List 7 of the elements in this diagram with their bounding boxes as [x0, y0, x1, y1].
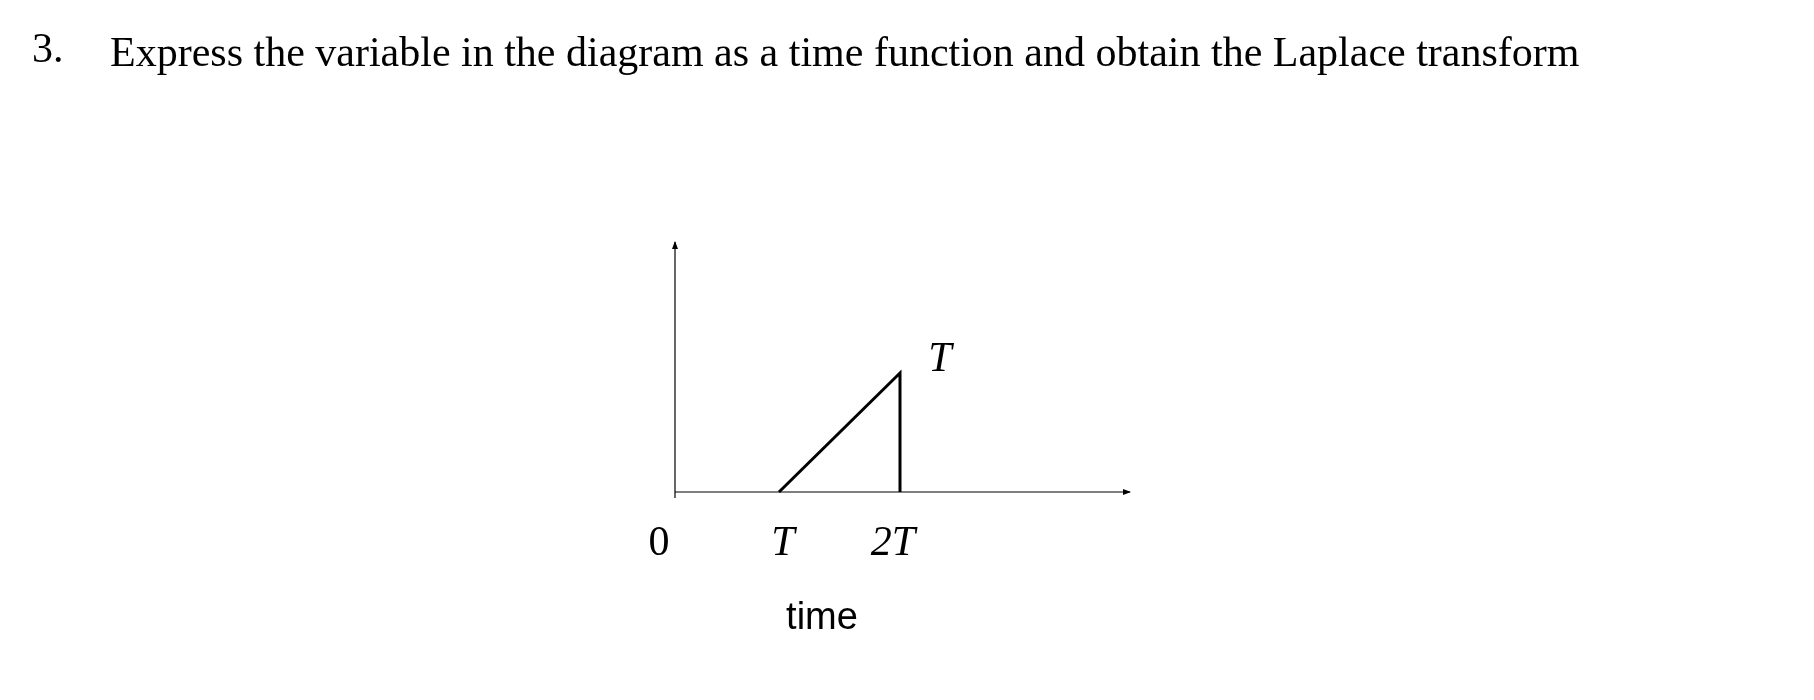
question-number: 3.	[32, 24, 64, 72]
axis-tick-label: 2T	[870, 517, 916, 565]
axis-tick-label: 0	[648, 517, 670, 565]
axis-tick-label: T	[771, 517, 795, 565]
value-label: T	[928, 333, 952, 381]
axis-title: time	[786, 594, 858, 638]
question-text: Express the variable in the diagram as a time function and obtain the Laplace transform	[110, 28, 1581, 77]
